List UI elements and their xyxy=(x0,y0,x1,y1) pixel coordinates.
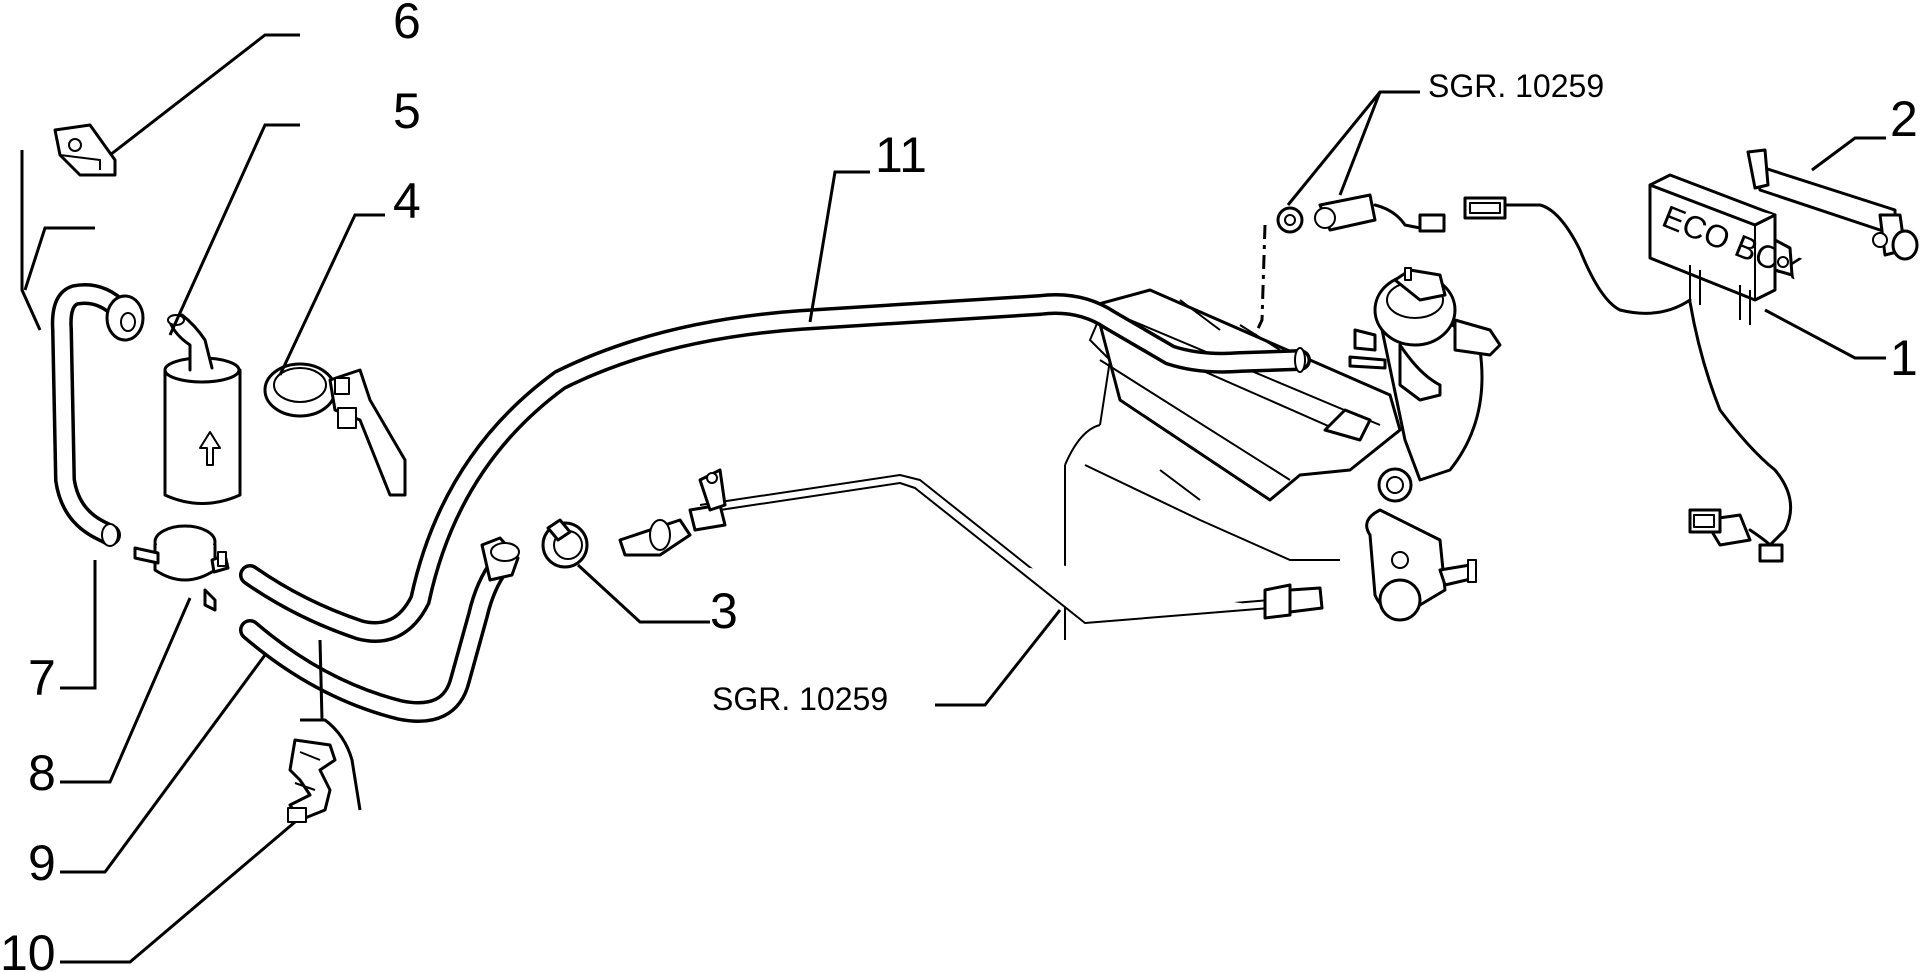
callout-5: 5 xyxy=(393,83,421,139)
callout-9: 9 xyxy=(28,835,56,891)
sensor-centerline xyxy=(1253,224,1267,336)
callout-1: 1 xyxy=(1890,330,1918,386)
clip-part-10 xyxy=(287,738,337,823)
filter-part-5 xyxy=(163,313,242,505)
callout-3: 3 xyxy=(710,583,738,639)
callout-2: 2 xyxy=(1890,91,1918,147)
sensor-assembly xyxy=(1276,193,1446,234)
callout-4: 4 xyxy=(393,173,421,229)
sgr-reference-middle: SGR. 10259 xyxy=(712,681,888,717)
bracket-part-4 xyxy=(263,362,407,497)
hose-11 xyxy=(239,293,1387,643)
hose-7 xyxy=(50,283,145,547)
clamp-part-3 xyxy=(541,518,589,569)
sgr-reference-top: SGR. 10259 xyxy=(1428,68,1604,104)
callout-7: 7 xyxy=(28,650,56,706)
valve-part-8 xyxy=(133,524,230,612)
hose-9 xyxy=(239,536,520,723)
callout-8: 8 xyxy=(28,745,56,801)
metal-pipe-assembly xyxy=(618,468,1324,624)
callout-6: 6 xyxy=(393,0,421,49)
callout-11: 11 xyxy=(875,127,927,183)
leader-lines xyxy=(20,33,1886,964)
callout-10: 10 xyxy=(0,925,56,972)
bracket-part-2 xyxy=(1746,148,1919,261)
clip-part-6 xyxy=(53,123,117,177)
eco-box-part-1: ECO BOX xyxy=(1463,173,1806,563)
